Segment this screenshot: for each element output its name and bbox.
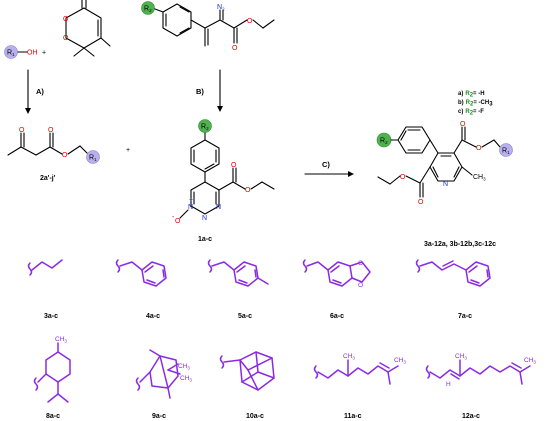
r1-label-2: R1 xyxy=(89,155,97,163)
compound-1: R2 N N N + O - O O xyxy=(172,119,275,225)
r2-label-top: R2 xyxy=(144,6,152,14)
r2-label-1: R2 xyxy=(201,124,209,132)
substituent-10 xyxy=(219,351,275,391)
product-pyridine: R2 N CH3 O O R1 O O xyxy=(376,121,513,206)
ester1-o: O xyxy=(245,187,251,194)
legend-c: c)R2= -F xyxy=(458,109,484,117)
diazo-n2: N2 xyxy=(217,4,225,12)
r1-circle-2 xyxy=(86,150,100,164)
product-o1: O xyxy=(460,121,466,128)
pyridine-n: N xyxy=(443,181,448,188)
substituent-11 xyxy=(313,359,399,385)
keto-o: O xyxy=(19,127,25,134)
label-12: 12a-c xyxy=(462,413,480,420)
o-minus: - xyxy=(172,214,175,221)
label-5: 5a-c xyxy=(238,313,252,320)
plus-sign-middle: + xyxy=(126,147,130,154)
geranyl-ch3-2: CH3 xyxy=(524,357,536,365)
label-8: 8a-c xyxy=(46,413,60,420)
label-3: 3a-c xyxy=(44,313,58,320)
substituent-12 xyxy=(425,359,531,385)
substituent-4 xyxy=(115,259,167,287)
legend-b: b)R2= -CH3 xyxy=(458,100,493,108)
product-ch3: CH3 xyxy=(473,174,486,182)
r1-label: R1 xyxy=(7,50,15,58)
citronellyl-ch3-1: CH3 xyxy=(343,353,355,361)
dioxole-o1: O xyxy=(358,260,363,267)
substituent-3 xyxy=(27,259,63,276)
diazo-ester: R2 N2 O O xyxy=(141,1,275,52)
ester-o-carbonyl: O xyxy=(232,45,238,52)
compound-2-label: 2a'-j' xyxy=(40,175,56,182)
r2-circle-top xyxy=(141,1,155,15)
label-4: 4a-c xyxy=(146,313,160,320)
step-b-label: B) xyxy=(196,87,204,96)
dioxinone: O O xyxy=(63,0,111,57)
label-6: 6a-c xyxy=(330,313,344,320)
substituent-9 xyxy=(135,349,181,399)
product-o2: O xyxy=(476,145,482,152)
label-9: 9a-c xyxy=(152,413,166,420)
compound-2: O O O R1 xyxy=(7,127,100,164)
plus-sign-top: + xyxy=(42,50,46,57)
pinanyl-ch3-2: CH3 xyxy=(180,375,192,383)
ring-o2: O xyxy=(63,35,69,42)
citronellyl-ch3-2: CH3 xyxy=(394,357,406,365)
label-11: 11a-c xyxy=(344,413,362,420)
substituent-7 xyxy=(415,259,491,287)
ring-o1: O xyxy=(63,16,69,23)
ester2-o: O xyxy=(62,152,68,159)
product-o4: O xyxy=(400,174,406,181)
label-7: 7a-c xyxy=(458,313,472,320)
r1-label-product: R1 xyxy=(502,148,510,156)
n-plus: + xyxy=(189,197,193,204)
r2-label-product: R2 xyxy=(380,138,388,146)
triazine-n3: N xyxy=(216,204,221,211)
product-o3: O xyxy=(418,199,424,206)
oh-label: OH xyxy=(27,50,38,57)
menthyl-ch3: CH3 xyxy=(55,336,67,344)
n-oxide-o: O xyxy=(175,218,181,225)
legend-a: a)R2= -H xyxy=(458,91,485,99)
geranyl-ch3-1: CH3 xyxy=(455,353,467,361)
triazine-n1: N xyxy=(188,204,193,211)
r2-legend: a)R2= -H b)R2= -CH3 c)R2= -F xyxy=(458,91,493,117)
step-c-label: C) xyxy=(322,160,330,169)
compound-3-label: 3a-12a, 3b-12b,3c-12c xyxy=(424,241,496,248)
geranyl-h: H xyxy=(446,381,451,388)
compound-1-label: 1a-c xyxy=(198,236,212,243)
r1-circle-product xyxy=(499,143,513,157)
ester2-o-carbonyl: O xyxy=(48,127,54,134)
substituent-8: CH3 xyxy=(33,336,71,403)
ester1-o-carbonyl: O xyxy=(231,162,237,169)
step-a-label: A) xyxy=(36,87,44,96)
pinanyl-ch3-1: CH3 xyxy=(178,363,190,371)
ester-o: O xyxy=(247,18,253,25)
triazine-n2: N xyxy=(202,215,207,222)
label-10: 10a-c xyxy=(246,413,264,420)
r1-alcohol: R1 OH xyxy=(4,45,38,59)
dioxole-o2: O xyxy=(358,282,363,289)
substituent-6 xyxy=(302,259,371,287)
substituent-5 xyxy=(207,259,269,287)
